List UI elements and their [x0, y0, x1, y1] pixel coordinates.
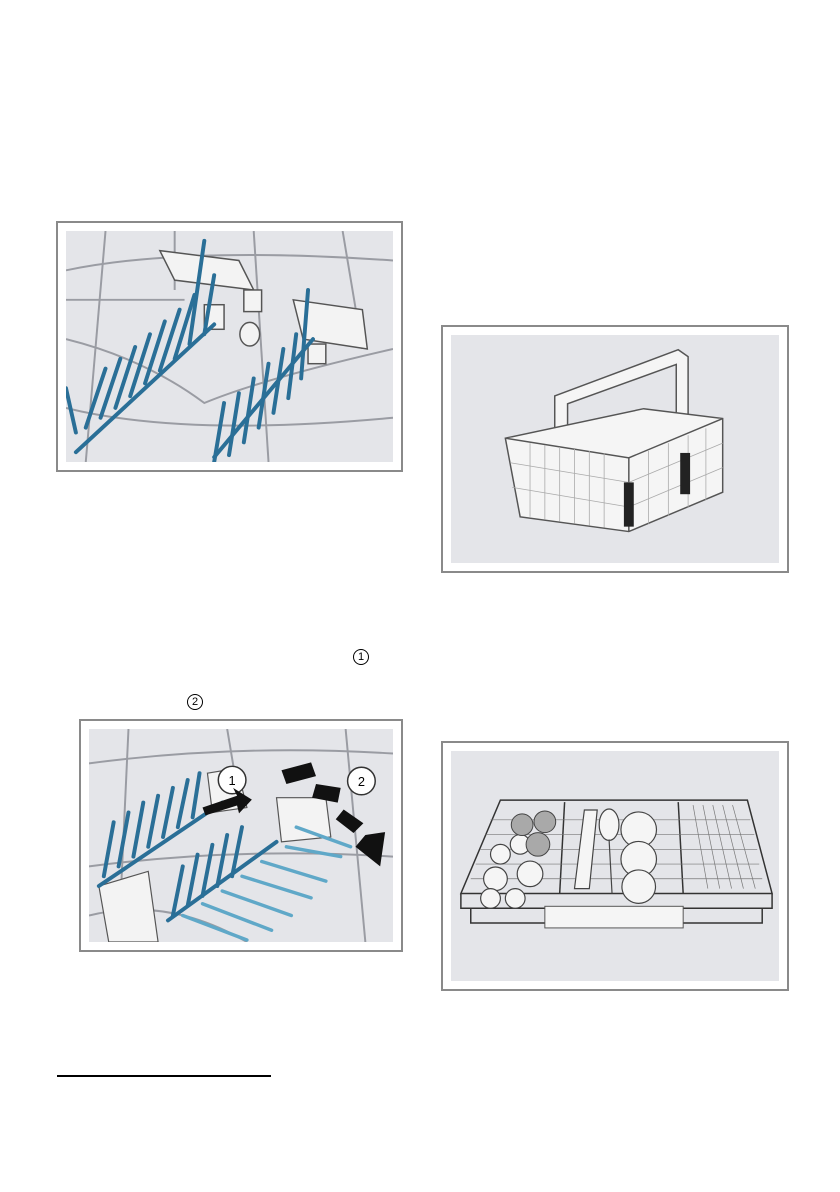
dish-rack-tines-arrows-icon: 1 2 — [89, 729, 393, 942]
figure-cutlery-basket — [441, 325, 789, 573]
svg-text:1: 1 — [229, 773, 236, 788]
dish-rack-tines-icon — [66, 231, 393, 462]
figure-rack-tines-removal: 1 2 — [79, 719, 403, 952]
step-marker-1: 1 — [353, 649, 369, 665]
svg-text:2: 2 — [358, 774, 365, 789]
figure-cutlery-drawer — [441, 741, 789, 991]
cutlery-basket-icon — [451, 335, 779, 563]
step-marker-2: 2 — [187, 694, 203, 710]
figure-rack-tines — [56, 221, 403, 472]
cutlery-drawer-icon — [451, 751, 779, 981]
footnote-divider — [57, 1075, 271, 1077]
